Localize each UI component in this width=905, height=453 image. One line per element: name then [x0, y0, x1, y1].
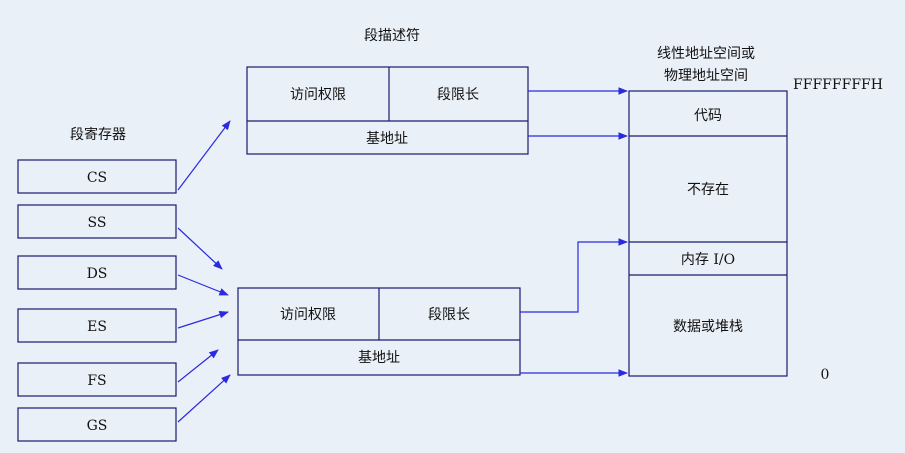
descriptor-top-frame	[246, 66, 529, 155]
descriptor-top-limit: 段限长	[437, 87, 479, 103]
register-box-gs	[17, 407, 177, 442]
bottom-address-label: 0	[821, 367, 830, 383]
arrows	[177, 87, 628, 423]
descriptor-top-access: 访问权限	[290, 87, 346, 103]
address-space-title-line2: 物理地址空间	[664, 68, 748, 84]
arrow-bottom-limit-to-region	[520, 238, 628, 313]
address-space: 代码 不存在 内存 I/O 数据或堆栈	[628, 90, 788, 377]
register-label-ds: DS	[87, 266, 108, 282]
address-space-title-line1: 线性地址空间或	[657, 46, 755, 62]
memory-region-data-stack: 数据或堆栈	[673, 319, 743, 335]
register-label-fs: FS	[87, 373, 106, 389]
arrow-ds-to-descriptor-bottom	[177, 274, 229, 296]
segment-descriptor-title: 段描述符	[364, 28, 420, 44]
register-list: CS SS DS ES FS GS	[17, 159, 177, 442]
descriptor-bottom-access: 访问权限	[280, 307, 336, 323]
register-box-cs	[17, 159, 177, 194]
descriptor-bottom: 访问权限 段限长 基地址	[237, 287, 521, 376]
register-box-es	[17, 308, 177, 343]
descriptor-bottom-base: 基地址	[358, 349, 400, 366]
descriptor-bottom-limit: 段限长	[428, 307, 470, 323]
register-label-ss: SS	[88, 215, 107, 231]
top-address-label: FFFFFFFFH	[793, 77, 883, 93]
arrow-cs-to-descriptor-top	[177, 120, 231, 191]
arrow-fs-to-descriptor-bottom	[177, 349, 219, 383]
arrow-gs-to-descriptor-bottom	[177, 374, 231, 423]
memory-region-not-present: 不存在	[687, 182, 729, 198]
register-box-fs	[17, 362, 177, 397]
memory-region-memory-io: 内存 I/O	[681, 252, 735, 268]
arrow-ss-to-descriptor-bottom	[177, 227, 223, 270]
register-label-cs: CS	[87, 170, 107, 186]
memory-region-code: 代码	[694, 108, 722, 124]
register-box-ss	[17, 204, 177, 239]
arrow-es-to-descriptor-bottom	[177, 310, 229, 329]
segment-registers-title: 段寄存器	[70, 126, 126, 143]
descriptor-top: 访问权限 段限长 基地址	[246, 66, 529, 155]
descriptor-top-base: 基地址	[366, 130, 408, 147]
address-space-frame	[628, 90, 788, 377]
register-box-ds	[17, 255, 177, 290]
register-label-gs: GS	[87, 418, 108, 434]
register-label-es: ES	[87, 319, 107, 335]
